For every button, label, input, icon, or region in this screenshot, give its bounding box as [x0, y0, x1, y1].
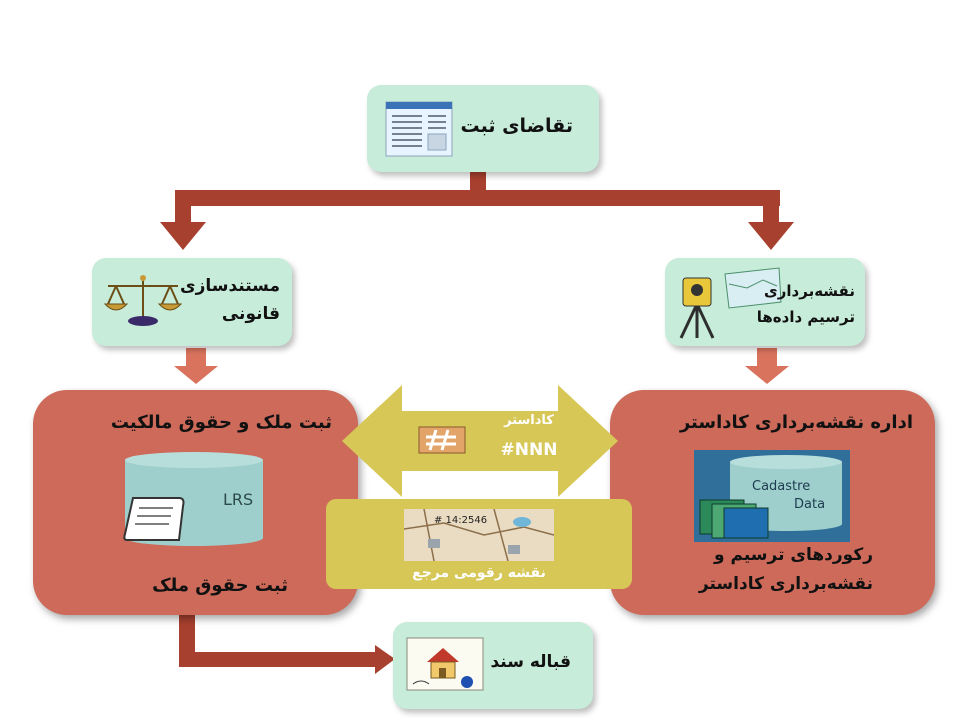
left-branch-stem: [175, 190, 191, 225]
surveying-to-office-arrowhead: [745, 366, 789, 384]
cadastre-database-icon: Cadastre Data: [694, 450, 850, 542]
left-branch-arrowhead: [160, 222, 206, 250]
surveying-box: نقشه‌برداری ترسیم داده‌ها: [665, 258, 865, 346]
legal-label-line1: مستندسازی: [180, 276, 280, 296]
office-footer-line2: نقشه‌برداری کاداستر: [698, 574, 873, 594]
registration-footer: ثبت حقوق ملک: [152, 575, 288, 596]
reference-map-label: نقشه رقومی مرجع: [412, 565, 546, 581]
request-box: تقاضای ثبت: [367, 85, 599, 172]
legal-to-registry-stem: [186, 348, 206, 370]
total-station-survey-icon: [679, 267, 782, 339]
office-title: اداره نقشه‌برداری کاداستر: [679, 412, 913, 433]
cadastral-office-panel: اداره نقشه‌برداری کاداستر Cadastre Data …: [610, 390, 935, 615]
exchange-label-cadastre: کاداستر: [504, 413, 554, 428]
deed-label: قباله سند: [490, 652, 571, 672]
hash-parcel-icon: [418, 426, 466, 454]
map-sheets-stack: [699, 499, 769, 539]
deed-arrowhead: [375, 645, 395, 674]
horizontal-split-bar: [175, 190, 780, 206]
legal-label-line2: قانونی: [221, 304, 280, 324]
cadastre-label: Cadastre: [752, 479, 810, 494]
surveying-label-line2: ترسیم داده‌ها: [756, 308, 855, 326]
scroll-document-icon: [123, 497, 185, 541]
surveying-label-line1: نقشه‌برداری: [764, 282, 855, 300]
parcel-id-label: # 14:2546: [434, 515, 487, 526]
deed-certificate-icon: [406, 637, 484, 691]
parcel-map-icon: # 14:2546: [404, 509, 554, 561]
legal-documentation-box: مستندسازی قانونی: [92, 258, 292, 346]
legal-to-registry-arrowhead: [174, 366, 218, 384]
exchange-label-nnn: #NNN: [500, 440, 558, 460]
cadastre-exchange-arrow: [342, 385, 618, 497]
registration-title: ثبت ملک و حقوق مالکیت: [110, 412, 332, 433]
surveying-to-office-stem: [757, 348, 777, 370]
deed-connector-bar: [179, 652, 379, 667]
data-label: Data: [794, 497, 825, 512]
reference-map-box: # 14:2546 نقشه رقومی مرجع: [326, 499, 632, 589]
right-branch-arrowhead: [748, 222, 794, 250]
office-footer-line1: رکوردهای ترسیم و: [714, 545, 873, 565]
request-label: تقاضای ثبت: [460, 115, 573, 137]
title-deed-box: قباله سند: [393, 622, 593, 709]
lrs-label: LRS: [223, 490, 253, 509]
right-branch-stem: [763, 190, 779, 225]
scales-of-justice-icon: [103, 275, 183, 326]
form-document-icon: [385, 101, 453, 157]
property-registration-panel: ثبت ملک و حقوق مالکیت LRS ثبت حقوق ملک: [33, 390, 358, 615]
